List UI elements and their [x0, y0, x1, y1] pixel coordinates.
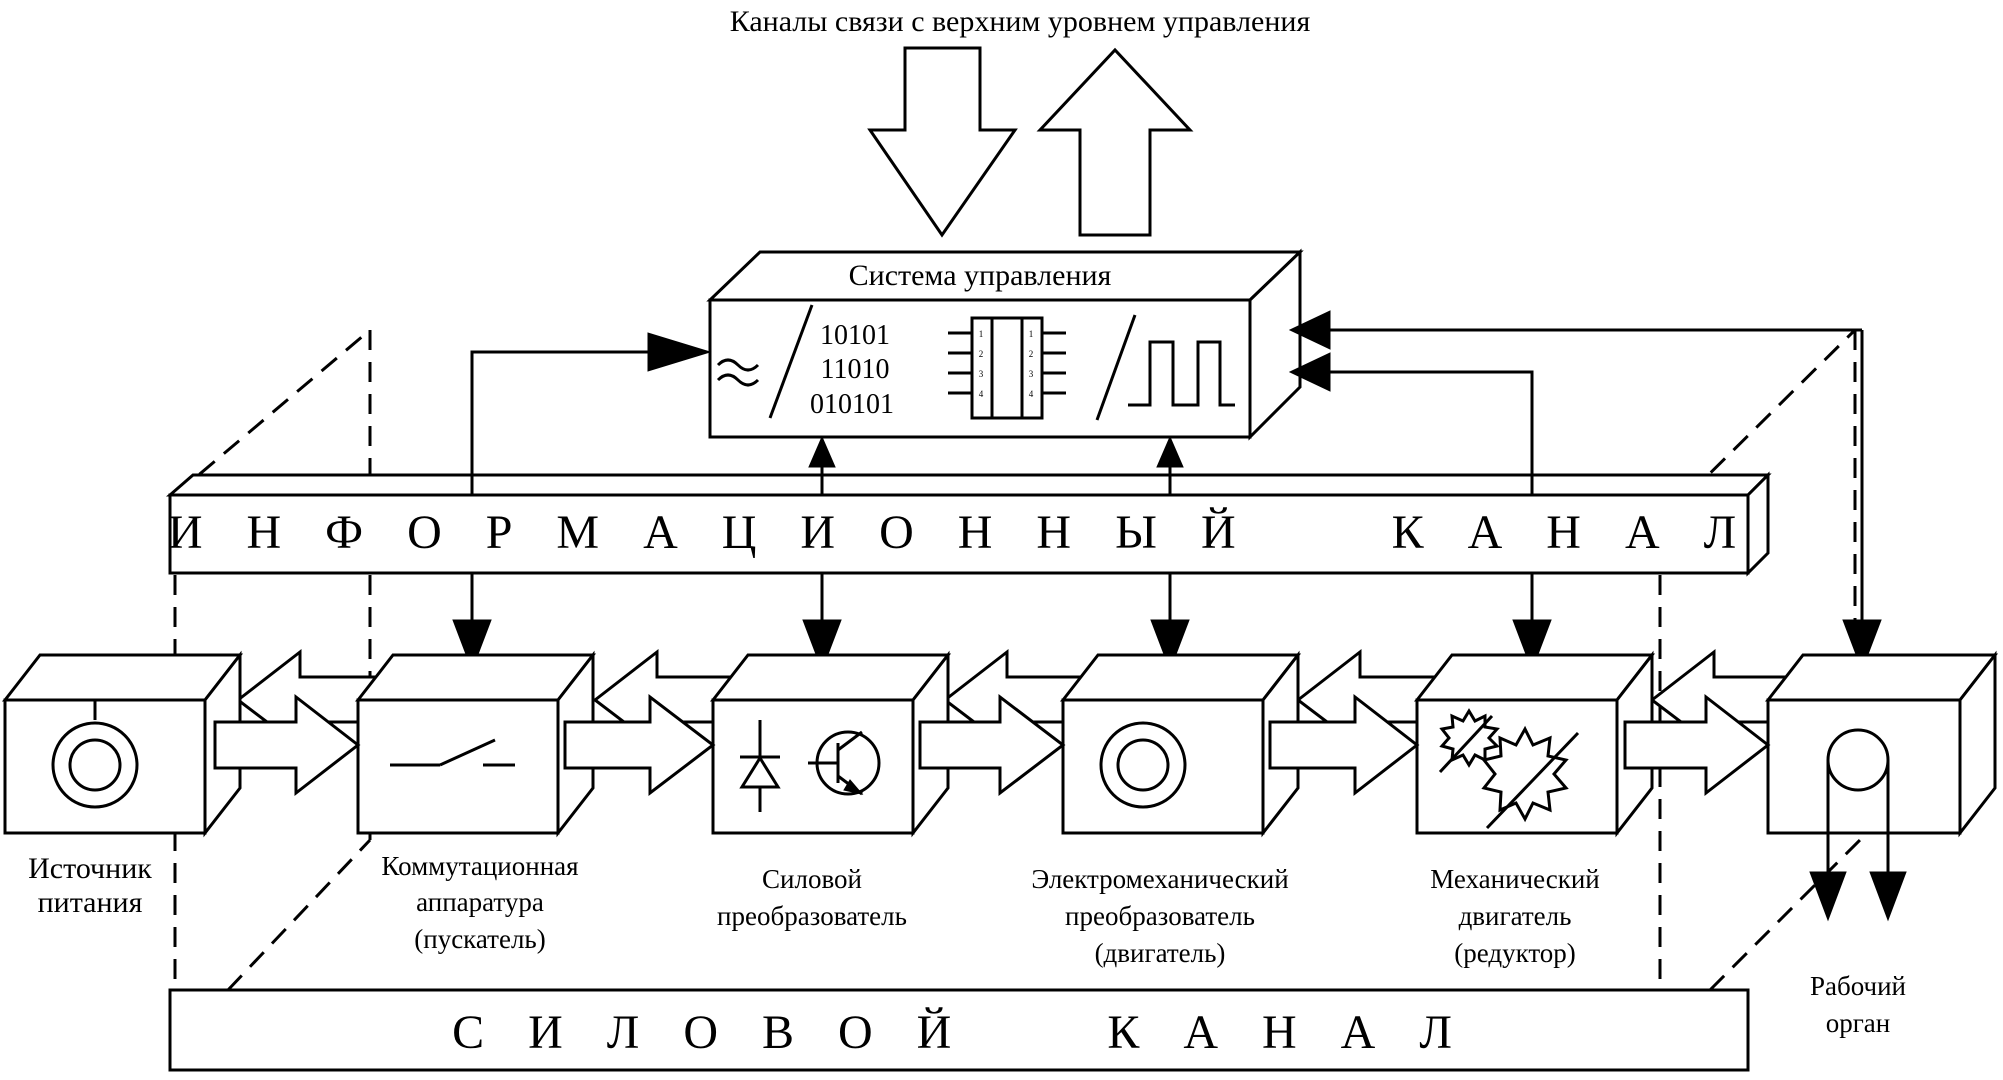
- forward-arrow: [213, 693, 361, 797]
- gearbox-caption-3: (редуктор): [1454, 938, 1576, 968]
- forward-arrows: [213, 693, 1771, 797]
- power-channel-label: С И Л О В О Й К А Н А Л: [452, 1006, 1468, 1059]
- chip-pin-left-2: 2: [979, 349, 984, 359]
- binary-line-1: 10101: [820, 320, 890, 351]
- pulley-icon: [1809, 728, 1907, 922]
- converter-caption-2: преобразователь: [717, 901, 907, 931]
- switch-caption-1: Коммутационная: [381, 851, 578, 881]
- binary-line-2: 11010: [821, 354, 890, 385]
- switch-caption-2: аппаратура: [416, 887, 544, 917]
- adc-icon: [716, 304, 814, 419]
- info-channel: И Н Ф О Р М А Ц И О Н Н Ы Й К А Н А Л: [165, 471, 1772, 577]
- gearbox-caption-1: Механический: [1430, 864, 1600, 894]
- downlink-arrow: [867, 46, 1018, 238]
- switching-apparatus-block: [354, 650, 597, 838]
- chip-pin-right-2: 2: [1029, 349, 1034, 359]
- working-element-block: [1764, 650, 1999, 922]
- top-caption: Каналы связи с верхним уровнем управлени…: [730, 5, 1311, 38]
- forward-arrow: [1268, 693, 1420, 797]
- control-system-title: Система управления: [849, 259, 1112, 292]
- converter-caption-1: Силовой: [762, 864, 862, 894]
- motor-caption-2: преобразователь: [1065, 901, 1255, 931]
- gearbox-block: [1413, 650, 1656, 838]
- chip-pin-left-1: 1: [979, 329, 984, 339]
- microchip-icon: 1 2 3 4 1 2 3 4: [948, 316, 1066, 420]
- gears-icon: [1438, 708, 1580, 830]
- power-converter-block: [709, 650, 952, 838]
- binary-line-3: 010101: [810, 389, 894, 420]
- workpiece-caption-1: Рабочий: [1810, 971, 1906, 1001]
- chip-pin-right-1: 1: [1029, 329, 1034, 339]
- workpiece-caption-2: орган: [1826, 1008, 1891, 1038]
- diode-icon: [739, 720, 781, 812]
- power-channel: С И Л О В О Й К А Н А Л: [168, 988, 1750, 1072]
- uplink-arrow: [1036, 47, 1194, 237]
- chip-pin-right-3: 3: [1029, 369, 1034, 379]
- forward-arrow: [918, 693, 1066, 797]
- chip-pin-right-4: 4: [1029, 389, 1034, 399]
- power-source-block: [1, 650, 244, 838]
- block-captions: Источник питания Коммутационная аппарату…: [28, 851, 1906, 1038]
- switch-caption-3: (пускатель): [414, 924, 545, 954]
- chip-pin-left-3: 3: [979, 369, 984, 379]
- chip-pin-left-4: 4: [979, 389, 984, 399]
- electromechanical-converter-block: [1059, 650, 1302, 838]
- motor-caption-1: Электромеханический: [1031, 864, 1288, 894]
- info-connections: [452, 310, 1882, 672]
- source-caption-1: Источник: [28, 852, 152, 885]
- source-caption-2: питания: [38, 886, 143, 919]
- transistor-icon: [808, 730, 881, 796]
- forward-arrow: [1623, 693, 1771, 797]
- motor-caption-3: (двигатель): [1095, 938, 1226, 968]
- forward-arrow: [563, 693, 716, 797]
- info-channel-label: И Н Ф О Р М А Ц И О Н Н Ы Й К А Н А Л: [168, 506, 1752, 559]
- pulse-icon: [1095, 314, 1235, 421]
- control-system-box: Система управления 10101 11010 010101 1 …: [706, 248, 1304, 441]
- gearbox-caption-2: двигатель: [1459, 901, 1572, 931]
